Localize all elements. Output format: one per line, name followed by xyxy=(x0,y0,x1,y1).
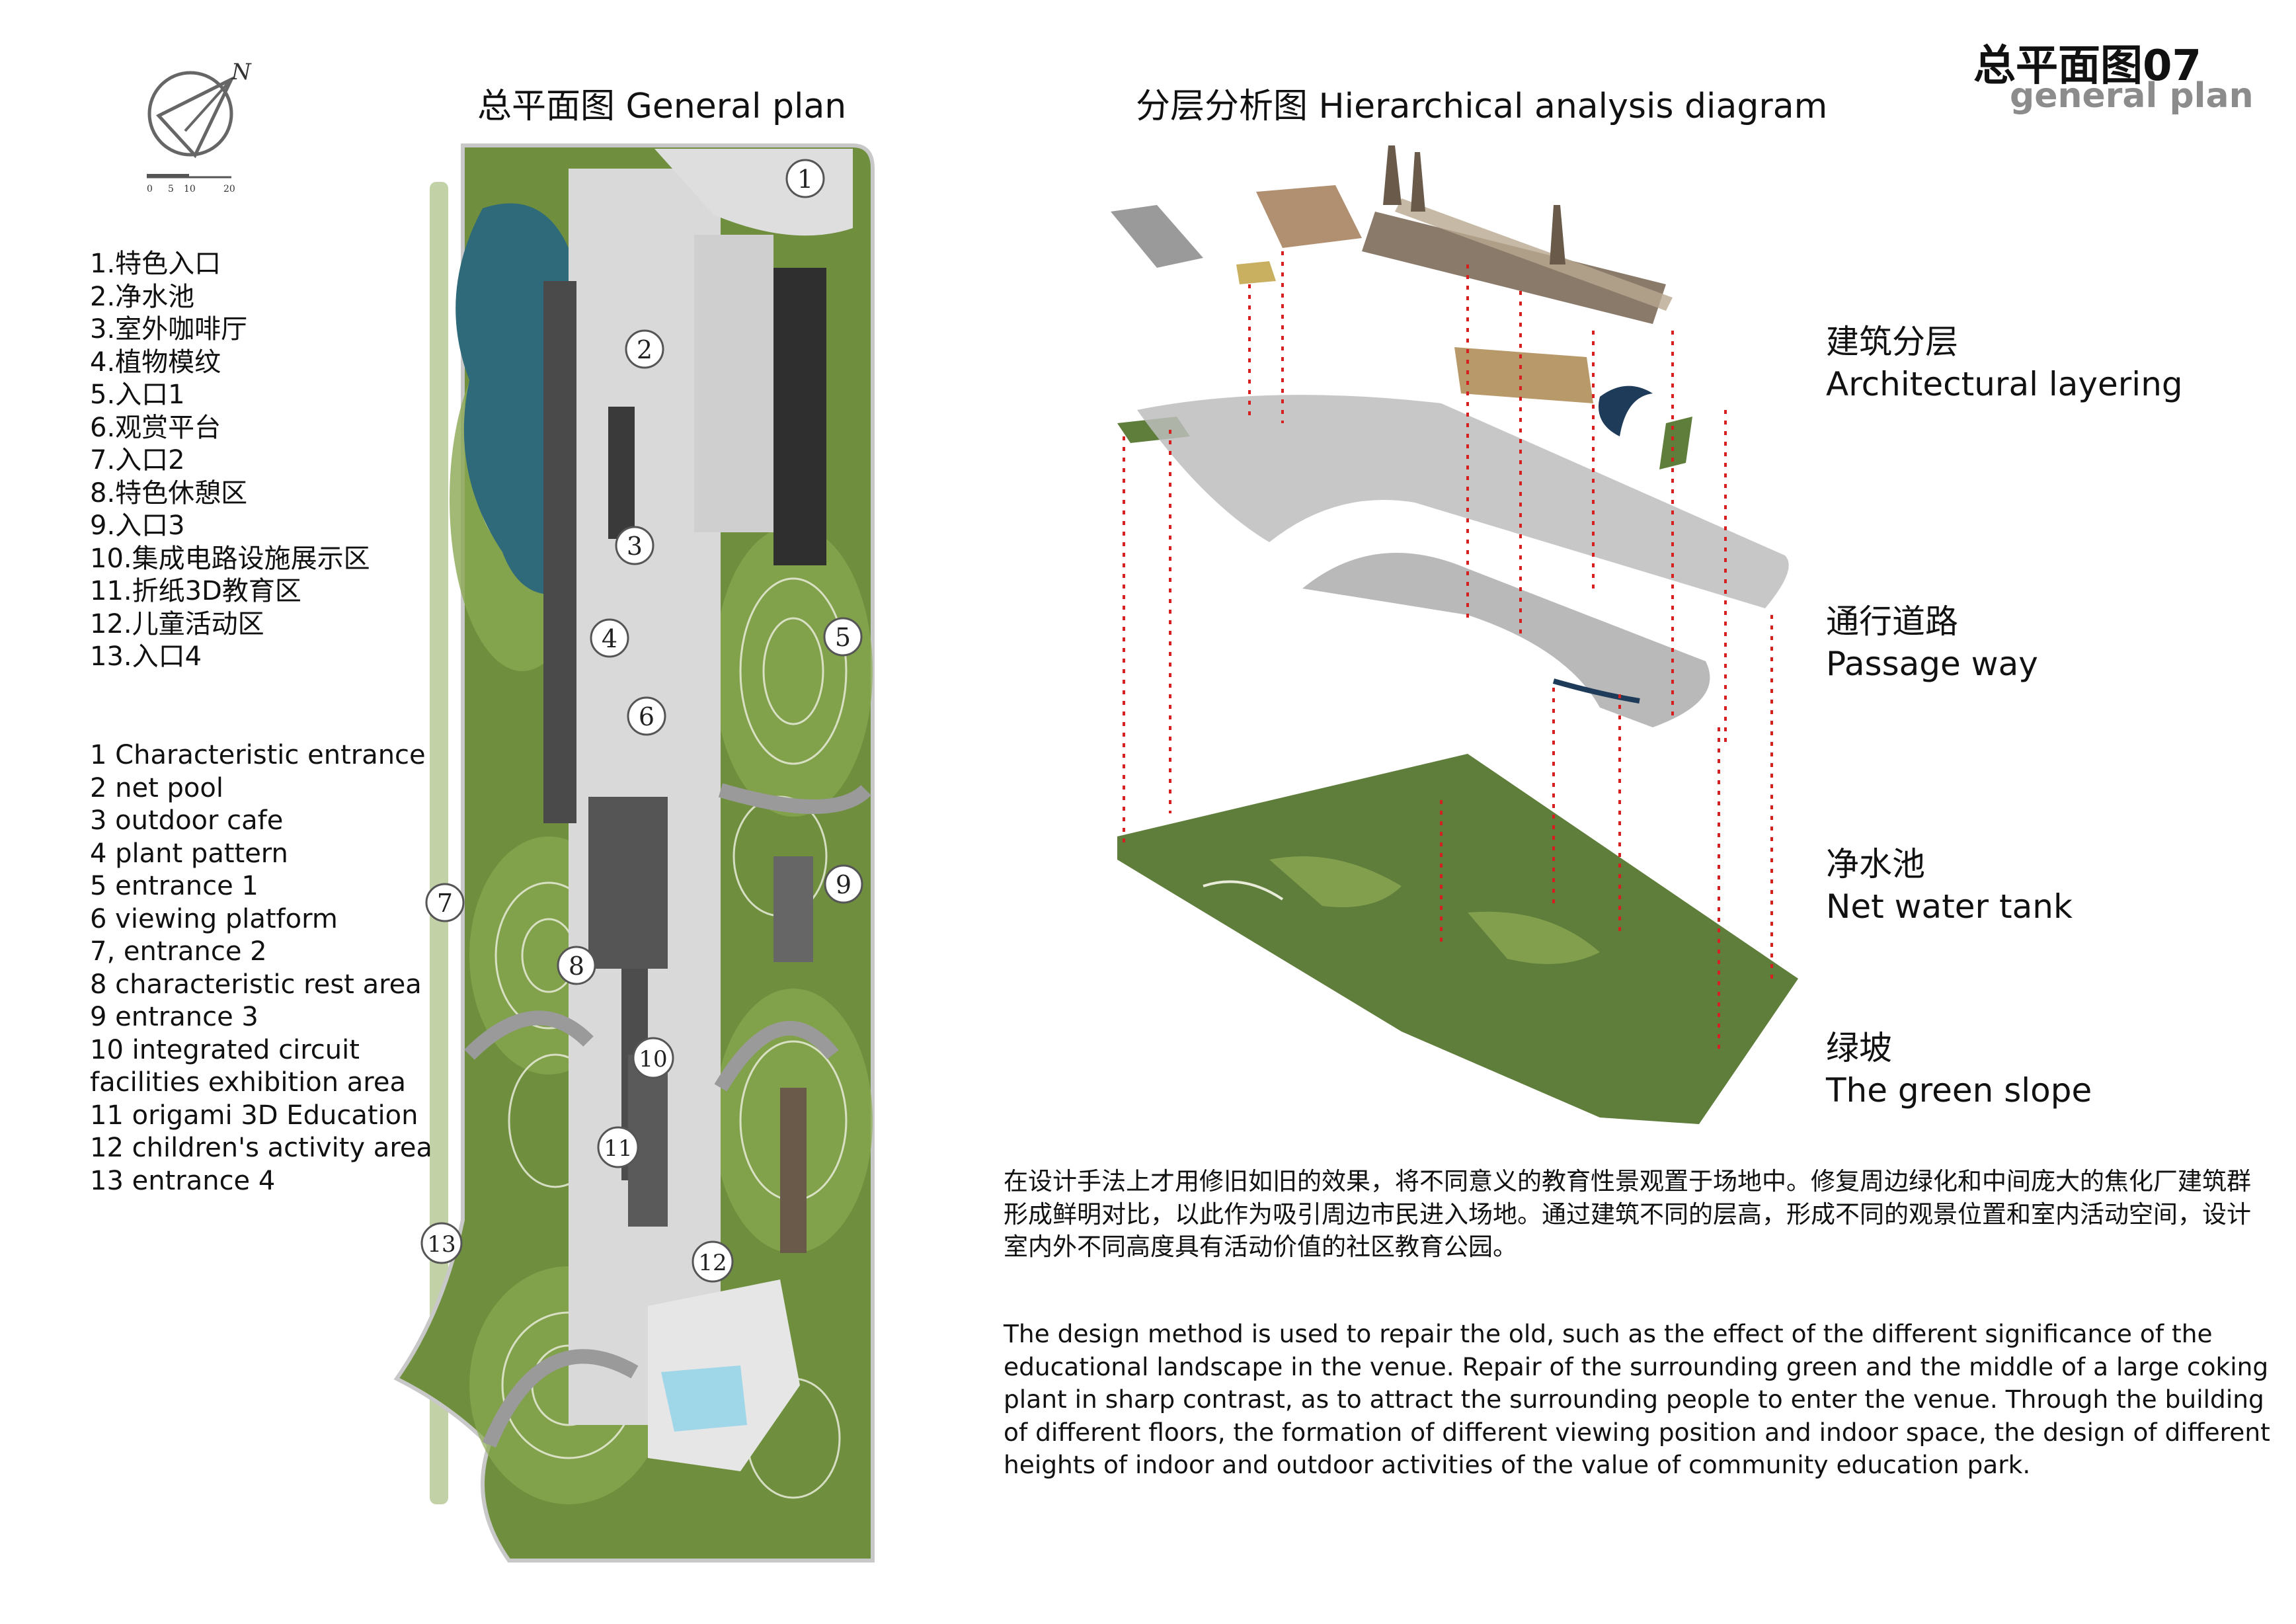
description-en: The design method is used to repair the … xyxy=(1004,1319,2270,1479)
layer-label-cn: 绿坡 xyxy=(1826,1029,1892,1067)
legend-cn-item: 2.净水池 xyxy=(90,281,195,312)
legend-cn: 1.特色入口 2.净水池 3.室外咖啡厅 4.植物模纹 5.入口1 6.观赏平台… xyxy=(90,248,370,674)
layer-label-cn: 净水池 xyxy=(1826,845,1925,883)
legend-en-item: facilities exhibition area xyxy=(90,1067,406,1098)
legend-en: 1 Characteristic entrance 2 net pool 3 o… xyxy=(90,739,432,1198)
legend-cn-item: 5.入口1 xyxy=(90,380,185,410)
marker-9: 9 xyxy=(824,864,863,904)
general-plan-heading: 总平面图 General plan xyxy=(477,87,847,126)
marker-5: 5 xyxy=(823,617,863,657)
layer-label-cn: 建筑分层 xyxy=(1826,323,1958,361)
marker-11: 11 xyxy=(597,1126,639,1168)
legend-en-item: 3 outdoor cafe xyxy=(90,805,284,836)
legend-en-item: 11 origami 3D Education xyxy=(90,1100,418,1131)
layer-label-en: Net water tank xyxy=(1826,887,2073,926)
marker-7: 7 xyxy=(425,883,465,922)
svg-text:8: 8 xyxy=(569,952,584,981)
legend-cn-item: 8.特色休憩区 xyxy=(90,477,248,508)
legend-en-item: 10 integrated circuit xyxy=(90,1034,360,1065)
marker-12: 12 xyxy=(692,1240,734,1283)
legend-en-item: 7, entrance 2 xyxy=(90,936,267,967)
connector-lines xyxy=(1123,251,1773,1051)
hierarchy-diagram xyxy=(1111,145,1798,1124)
legend-cn-item: 6.观赏平台 xyxy=(90,412,221,443)
legend-en-item: 1 Characteristic entrance xyxy=(90,740,426,770)
scale-tick: 5 xyxy=(168,184,174,194)
general-plan-map: 1 2 3 4 5 6 7 8 9 10 11 12 13 xyxy=(393,143,875,1563)
passage-layer xyxy=(1137,395,1789,608)
layer-label-en: Architectural layering xyxy=(1826,365,2183,403)
svg-text:11: 11 xyxy=(604,1135,632,1162)
scale-tick: 10 xyxy=(184,184,196,194)
north-label: N xyxy=(231,59,252,85)
marker-6: 6 xyxy=(627,696,666,736)
legend-cn-item: 3.室外咖啡厅 xyxy=(90,314,248,345)
svg-text:13: 13 xyxy=(427,1231,455,1258)
marker-13: 13 xyxy=(420,1222,463,1264)
legend-cn-item: 4.植物模纹 xyxy=(90,346,221,378)
legend-en-item: 9 entrance 3 xyxy=(90,1002,258,1032)
net-pool xyxy=(455,203,569,594)
analysis-heading: 分层分析图 Hierarchical analysis diagram xyxy=(1136,87,1828,126)
marker-4: 4 xyxy=(590,618,629,658)
svg-text:7: 7 xyxy=(437,889,453,918)
legend-cn-item: 7.入口2 xyxy=(90,445,185,475)
plan-markers: 1 2 3 4 5 6 7 8 9 10 11 12 13 xyxy=(420,159,863,1283)
svg-text:3: 3 xyxy=(627,532,643,561)
scale-tick: 0 xyxy=(147,184,153,194)
layer-label-water: 净水池 Net water tank xyxy=(1826,843,2073,928)
legend-en-item: 13 entrance 4 xyxy=(90,1165,276,1196)
page-subtitle: general plan xyxy=(2010,76,2254,116)
legend-en-item: 12 children's activity area xyxy=(90,1133,433,1163)
legend-cn-item: 11.折纸3D教育区 xyxy=(90,576,301,606)
layer-label-en: The green slope xyxy=(1826,1071,2092,1110)
svg-text:1: 1 xyxy=(797,165,813,194)
marker-8: 8 xyxy=(557,946,596,985)
layer-label-green-slope: 绿坡 The green slope xyxy=(1826,1027,2092,1112)
tree-row xyxy=(430,182,448,1504)
building-strip xyxy=(543,281,576,823)
legend-cn-item: 13.入口4 xyxy=(90,641,202,672)
legend-en-item: 8 characteristic rest area xyxy=(90,969,422,1000)
marker-3: 3 xyxy=(615,526,654,565)
building-layer xyxy=(1111,145,1692,469)
svg-text:4: 4 xyxy=(602,624,617,653)
dark-building xyxy=(773,268,826,565)
layer-label-passage: 通行道路 Passage way xyxy=(1826,600,2038,685)
page-title: 总平面图07 xyxy=(1973,42,2202,91)
svg-text:12: 12 xyxy=(698,1250,727,1276)
paths xyxy=(464,783,871,1448)
marker-10: 10 xyxy=(632,1037,674,1079)
legend-cn-item: 10.集成电路设施展示区 xyxy=(90,543,370,574)
compass-icon: N 0 5 10 20 xyxy=(147,59,252,194)
description-cn: 在设计手法上才用修旧如旧的效果，将不同意义的教育性景观置于场地中。修复周边绿化和… xyxy=(1004,1167,2251,1261)
marker-1: 1 xyxy=(785,159,825,198)
svg-text:5: 5 xyxy=(835,623,851,652)
legend-en-item: 4 plant pattern xyxy=(90,838,288,869)
legend-en-item: 5 entrance 1 xyxy=(90,871,258,901)
svg-text:10: 10 xyxy=(639,1046,667,1073)
marker-2: 2 xyxy=(625,329,664,369)
legend-en-item: 2 net pool xyxy=(90,772,223,803)
legend-cn-item: 12.儿童活动区 xyxy=(90,608,264,639)
layer-label-en: Passage way xyxy=(1826,645,2038,683)
green-slope-layer xyxy=(1117,754,1798,1124)
legend-cn-item: 1.特色入口 xyxy=(90,249,221,279)
legend-en-item: 6 viewing platform xyxy=(90,903,338,934)
svg-text:2: 2 xyxy=(637,335,653,364)
svg-text:6: 6 xyxy=(639,702,654,731)
layer-label-architecture: 建筑分层 Architectural layering xyxy=(1826,321,2183,405)
layer-label-cn: 通行道路 xyxy=(1826,602,1958,641)
scale-tick: 20 xyxy=(223,184,235,194)
svg-text:9: 9 xyxy=(836,870,851,899)
legend-cn-item: 9.入口3 xyxy=(90,510,185,541)
